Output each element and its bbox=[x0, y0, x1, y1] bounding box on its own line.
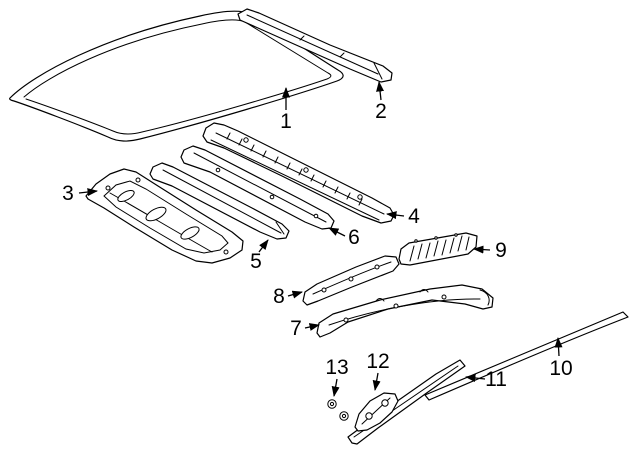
callout-4: 4 bbox=[386, 205, 420, 228]
callout-12: 12 bbox=[366, 350, 390, 391]
part-1-roof-panel bbox=[9, 10, 344, 142]
part-12-bracket bbox=[354, 392, 399, 432]
callout-5: 5 bbox=[250, 239, 269, 273]
callout-10-label: 10 bbox=[549, 357, 572, 380]
callout-11: 11 bbox=[465, 368, 507, 391]
callout-11-label: 11 bbox=[485, 368, 507, 391]
callout-12-label: 12 bbox=[366, 350, 389, 373]
callout-2-arrow bbox=[376, 81, 385, 101]
part-2-roof-molding-strip bbox=[237, 8, 393, 83]
callout-8-label: 8 bbox=[273, 285, 285, 308]
part-4-roof-bow-upper bbox=[202, 122, 395, 224]
callout-7: 7 bbox=[290, 317, 320, 340]
part-8-side-rail-inner bbox=[302, 255, 400, 306]
part-13-fasteners bbox=[327, 399, 349, 421]
callout-7-label: 7 bbox=[290, 317, 302, 340]
callout-3-arrow bbox=[78, 188, 98, 197]
callout-6: 6 bbox=[328, 226, 360, 249]
callout-6-arrow bbox=[328, 227, 346, 237]
callout-8: 8 bbox=[273, 285, 303, 308]
part-10-roof-molding-arc bbox=[424, 311, 629, 401]
callout-12-arrow bbox=[372, 372, 381, 391]
callout-4-label: 4 bbox=[408, 205, 420, 228]
callout-4-arrow bbox=[386, 211, 405, 220]
callout-7-arrow bbox=[304, 323, 320, 331]
callout-8-arrow bbox=[287, 290, 303, 299]
callout-3: 3 bbox=[62, 182, 98, 205]
callout-2: 2 bbox=[375, 81, 387, 123]
callout-3-label: 3 bbox=[62, 182, 74, 205]
part-9-reinforcement bbox=[398, 232, 478, 266]
callout-2-label: 2 bbox=[375, 100, 387, 123]
callout-9: 9 bbox=[473, 239, 507, 262]
callout-9-label: 9 bbox=[495, 239, 507, 262]
callout-5-arrow bbox=[258, 239, 269, 253]
callout-13: 13 bbox=[325, 356, 349, 397]
callout-9-arrow bbox=[473, 245, 491, 254]
callout-11-arrow bbox=[465, 374, 486, 382]
part-6-roof-bow-middle bbox=[180, 145, 335, 230]
part-3-header-panel bbox=[85, 168, 244, 264]
callout-1-label: 1 bbox=[280, 110, 292, 133]
callout-10: 10 bbox=[549, 337, 573, 380]
part-5-roof-bow-lower bbox=[149, 162, 290, 240]
callout-6-label: 6 bbox=[348, 226, 360, 249]
callout-1: 1 bbox=[280, 87, 292, 133]
callout-5-label: 5 bbox=[250, 250, 262, 273]
callout-13-label: 13 bbox=[325, 356, 348, 379]
callout-13-arrow bbox=[331, 378, 340, 397]
part-7-side-rail-outer bbox=[316, 284, 494, 338]
callout-10-arrow bbox=[554, 337, 563, 357]
